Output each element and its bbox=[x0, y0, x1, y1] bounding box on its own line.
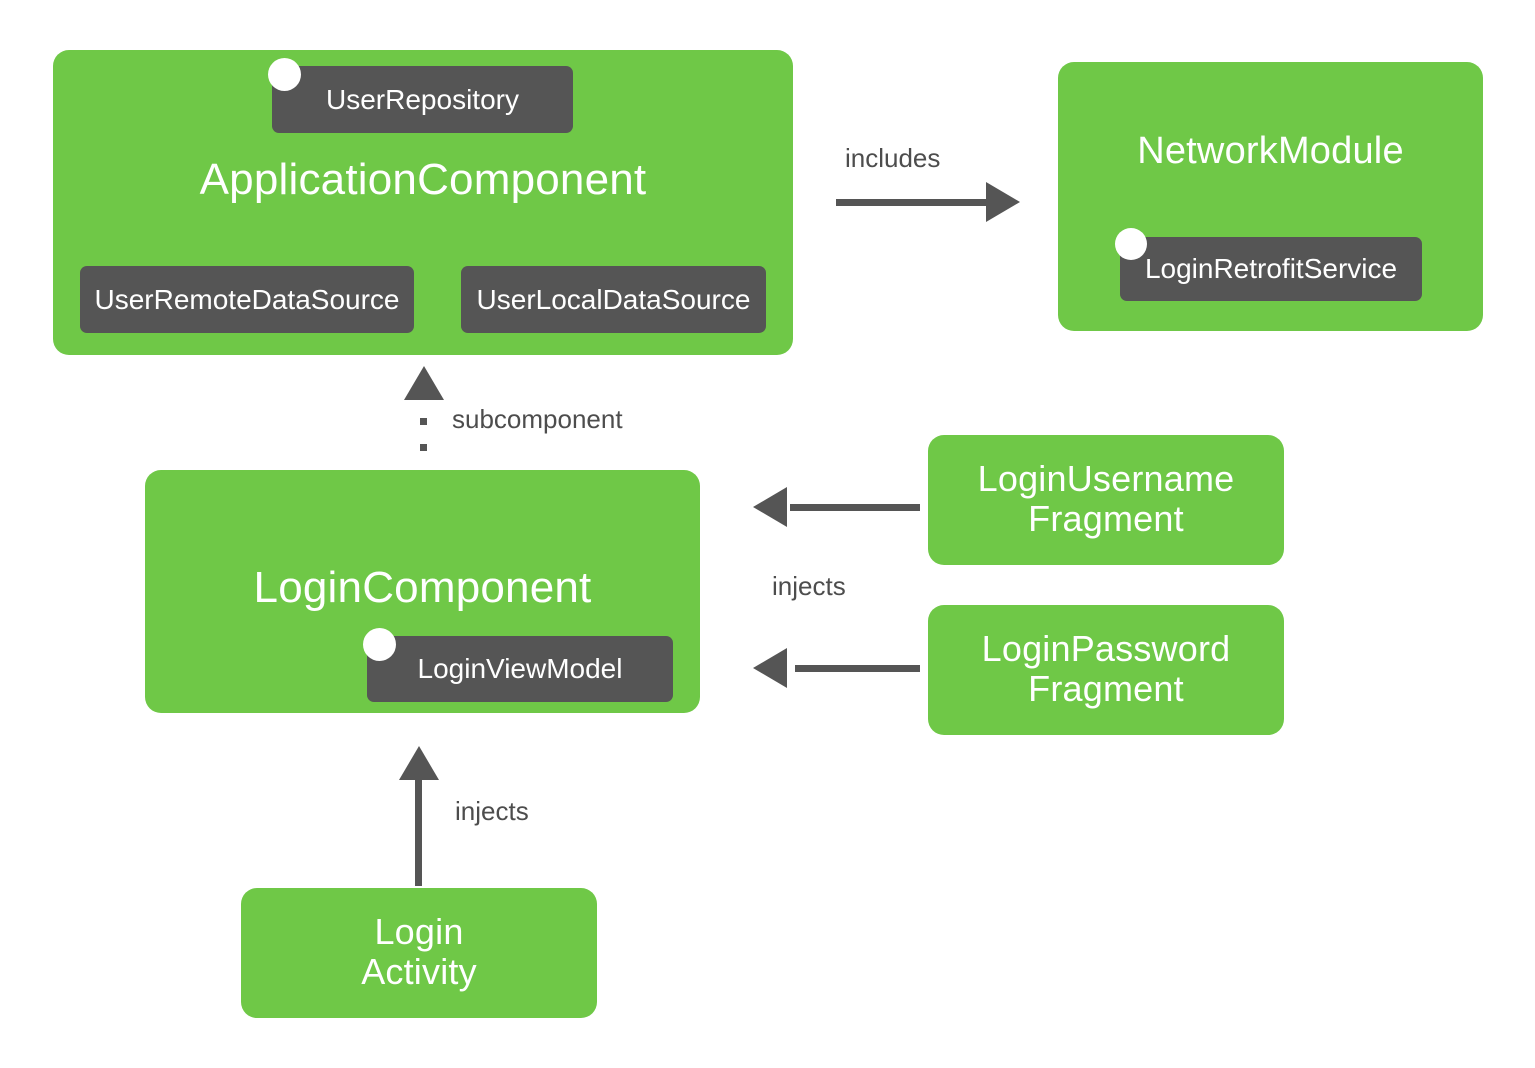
arrow-injects-password-head bbox=[753, 648, 787, 688]
arrow-includes-line bbox=[836, 199, 991, 206]
arrow-injects-password-line bbox=[795, 665, 920, 672]
node-title-network-module: NetworkModule bbox=[1137, 130, 1404, 172]
pill-user-local-data-source[interactable]: UserLocalDataSource bbox=[461, 266, 766, 333]
pill-label-user-local-data-source: UserLocalDataSource bbox=[476, 283, 751, 315]
arrow-dash-segment bbox=[420, 444, 427, 451]
arrow-injects-username-head bbox=[753, 487, 787, 527]
arrow-subcomponent-dotted-line bbox=[420, 404, 427, 464]
pill-label-login-retrofit-service: LoginRetrofitService bbox=[1144, 253, 1398, 284]
arrow-injects-activity-head bbox=[399, 746, 439, 780]
entry-point-dot-user-repository bbox=[268, 58, 301, 91]
arrow-includes-head bbox=[986, 182, 1020, 222]
node-login-password-fragment[interactable]: LoginPassword Fragment bbox=[928, 605, 1284, 735]
pill-login-retrofit-service[interactable]: LoginRetrofitService bbox=[1120, 237, 1422, 301]
node-title-application-component: ApplicationComponent bbox=[199, 155, 647, 204]
entry-point-dot-login-retrofit-service bbox=[1115, 228, 1147, 260]
edge-label-subcomponent: subcomponent bbox=[452, 404, 623, 434]
node-title-login-activity: Login Activity bbox=[361, 911, 477, 993]
edge-label-includes: includes bbox=[845, 143, 941, 173]
pill-label-login-view-model: LoginViewModel bbox=[417, 653, 623, 684]
node-title-login-password-fragment: LoginPassword Fragment bbox=[981, 628, 1231, 710]
pill-user-repository[interactable]: UserRepository bbox=[272, 66, 573, 133]
edge-label-injects-fragments: injects bbox=[772, 571, 846, 601]
node-title-login-component: LoginComponent bbox=[253, 563, 592, 612]
edge-label-injects-activity: injects bbox=[455, 796, 529, 826]
entry-point-dot-login-view-model bbox=[363, 628, 396, 661]
node-title-login-username-fragment: LoginUsername Fragment bbox=[977, 458, 1235, 540]
arrow-dash-segment bbox=[420, 418, 427, 425]
pill-user-remote-data-source[interactable]: UserRemoteDataSource bbox=[80, 266, 414, 333]
pill-label-user-repository: UserRepository bbox=[326, 83, 519, 115]
node-login-username-fragment[interactable]: LoginUsername Fragment bbox=[928, 435, 1284, 565]
arrow-subcomponent-head bbox=[404, 366, 444, 400]
arrow-injects-username-line bbox=[790, 504, 920, 511]
pill-label-user-remote-data-source: UserRemoteDataSource bbox=[94, 283, 400, 315]
node-login-activity[interactable]: Login Activity bbox=[241, 888, 597, 1018]
arrow-injects-activity-line bbox=[415, 780, 422, 886]
pill-login-view-model[interactable]: LoginViewModel bbox=[367, 636, 673, 702]
